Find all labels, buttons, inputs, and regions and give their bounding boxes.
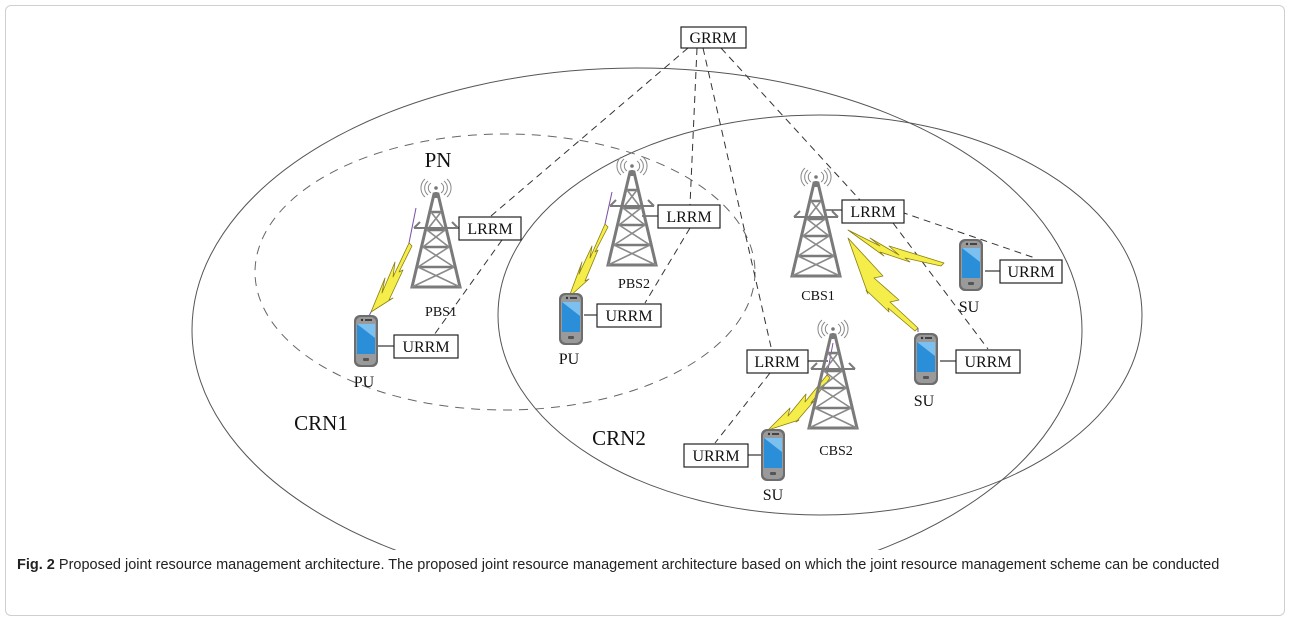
crn1-ellipse xyxy=(191,67,1083,550)
su1-urrm-label: URRM xyxy=(1007,264,1054,281)
pbs1-label: PBS1 xyxy=(425,305,457,320)
pbs2-tower-icon xyxy=(606,155,658,267)
pn-ellipse xyxy=(254,133,756,411)
cbs1-tower-icon xyxy=(790,166,842,278)
su3-label: SU xyxy=(763,487,784,504)
pn-label: PN xyxy=(425,148,452,172)
pbs1-lrrm-label: LRRM xyxy=(467,221,512,238)
pu2-phone-icon xyxy=(559,293,583,345)
figure-caption: Fig. 2 Proposed joint resource managemen… xyxy=(17,555,1272,576)
pbs2-lrrm-label: LRRM xyxy=(666,209,711,226)
pbs1-tower-icon xyxy=(410,177,462,289)
su1-phone-icon xyxy=(959,239,983,291)
su2-urrm-label: URRM xyxy=(964,354,1011,371)
figure-frame xyxy=(5,5,1285,616)
control-links xyxy=(433,47,1036,444)
pu1-urrm-label: URRM xyxy=(402,339,449,356)
cbs2-label: CBS2 xyxy=(819,444,852,459)
crn1-label: CRN1 xyxy=(294,411,348,435)
pu2-urrm-label: URRM xyxy=(605,308,652,325)
pu1-label: PU xyxy=(354,374,375,391)
caption-text: Proposed joint resource management archi… xyxy=(54,557,1220,573)
caption-label: Fig. 2 xyxy=(17,557,55,573)
su2-label: SU xyxy=(914,393,935,410)
su1-label: SU xyxy=(959,299,980,316)
cbs1-lrrm-label: LRRM xyxy=(850,204,895,221)
gateway-label: GRRM xyxy=(689,30,736,47)
su3-urrm-label: URRM xyxy=(692,448,739,465)
pu2-label: PU xyxy=(559,351,580,368)
cbs2-lrrm-label: LRRM xyxy=(754,354,799,371)
cbs1-label: CBS1 xyxy=(801,289,834,304)
manager-boxes xyxy=(393,26,1063,468)
pu1-phone-icon xyxy=(354,315,378,367)
wireless-links xyxy=(370,223,945,431)
su2-phone-icon xyxy=(914,333,938,385)
su3-phone-icon xyxy=(761,429,785,481)
architecture-diagram: GRRM LRRM LRRM LRRM LRRM URRM URRM URRM … xyxy=(191,26,1143,550)
pbs2-label: PBS2 xyxy=(618,277,650,292)
crn2-ellipse xyxy=(497,114,1143,516)
crn2-label: CRN2 xyxy=(592,426,646,450)
solid-connectors xyxy=(378,209,1000,456)
cbs2-tower-icon xyxy=(807,318,859,430)
